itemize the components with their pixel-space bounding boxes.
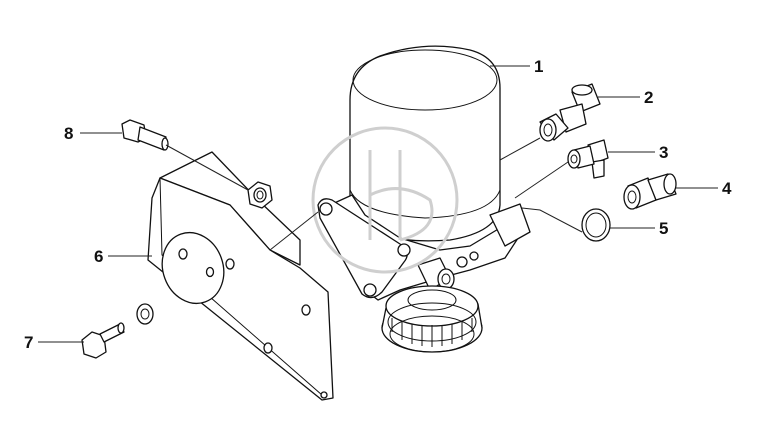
leader-lines xyxy=(38,65,718,343)
watermark-logo xyxy=(311,126,459,274)
callout-1: 1 xyxy=(534,57,543,76)
callout-7: 7 xyxy=(24,333,33,352)
callout-8: 8 xyxy=(64,124,73,143)
part-6-mounting-bracket xyxy=(147,151,334,401)
callout-2: 2 xyxy=(644,88,653,107)
part-8-nut xyxy=(247,181,273,209)
part-4-straight-connector xyxy=(623,173,677,210)
part-3-elbow-fitting xyxy=(567,139,609,179)
part-2-elbow-fitting xyxy=(539,83,601,142)
callout-6: 6 xyxy=(94,247,103,266)
part-7-bolt xyxy=(81,322,125,359)
callout-4: 4 xyxy=(722,179,732,198)
callout-3: 3 xyxy=(659,143,668,162)
drain-valve-assembly xyxy=(381,285,483,353)
callout-5: 5 xyxy=(659,219,668,238)
part-5-o-ring xyxy=(581,208,611,242)
callout-labels: 1 2 3 4 5 6 7 8 xyxy=(24,57,732,352)
part-7-washer xyxy=(136,303,154,325)
part-8-bolt xyxy=(121,119,169,151)
